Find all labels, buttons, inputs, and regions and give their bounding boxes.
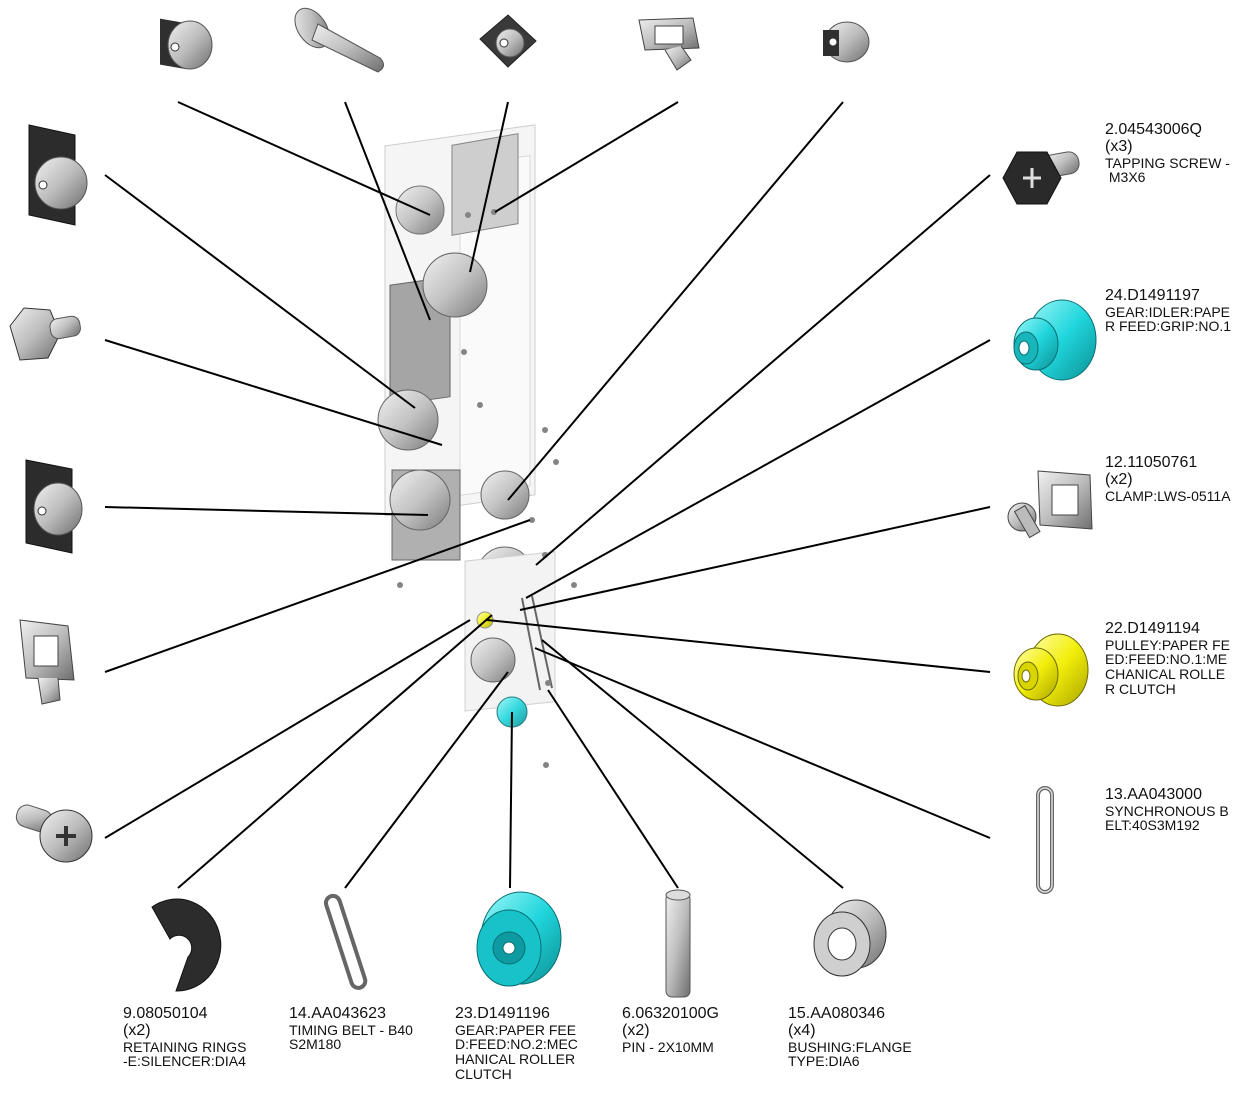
label-pulley: 22.D1491194 PULLEY:PAPER FE ED:FEED:NO.1… (1105, 620, 1231, 697)
label-gear-idler: 24.D1491197 GEAR:IDLER:PAPE R FEED:GRIP:… (1105, 287, 1232, 335)
motor-plate-icon-2 (25, 459, 83, 554)
synchronous-belt-icon (1036, 786, 1054, 894)
main-assembly (377, 124, 577, 768)
part-description: CHANICAL ROLLE (1105, 666, 1226, 683)
part-description: PIN - 2X10MM (622, 1038, 714, 1055)
leader-lines (104, 101, 991, 889)
label-pin: 6.06320100G (x2) PIN - 2X10MM (622, 1005, 719, 1055)
part-description: R FEED:GRIP:NO.1 (1105, 318, 1232, 335)
motor-bracket-icon (479, 14, 537, 68)
part-number: 2.04543006Q (1105, 121, 1202, 138)
part-quantity: (x2) (123, 1021, 151, 1039)
gear-feed-icon (476, 891, 562, 987)
part-description: ED:FEED:NO.1:ME (1105, 651, 1228, 668)
part-description: TAPPING SCREW - (1105, 154, 1230, 171)
part-number: 6.06320100G (622, 1005, 719, 1022)
shoulder-screw-icon (294, 7, 384, 73)
clamp-icon-2 (19, 619, 75, 705)
part-description: TYPE:DIA6 (788, 1053, 860, 1070)
part-quantity: (x2) (1105, 470, 1133, 488)
label-tapping-screw: 2.04543006Q (x3) TAPPING SCREW - M3X6 (1105, 121, 1230, 186)
motor-icon (160, 18, 213, 70)
tapping-screw-icon (1002, 151, 1080, 205)
part-description: M3X6 (1105, 169, 1146, 186)
part-description: ELT:40S3M192 (1105, 817, 1200, 834)
part-description: GEAR:IDLER:PAPE (1105, 303, 1231, 320)
part-quantity: (x2) (622, 1021, 650, 1039)
label-bushing: 15.AA080346 (x4) BUSHING:FLANGE TYPE:DIA… (788, 1005, 912, 1070)
part-description: SYNCHRONOUS B (1105, 802, 1229, 819)
part-number: 9.08050104 (123, 1005, 208, 1022)
retaining-ring-icon (151, 898, 222, 992)
motor-plate-icon (28, 124, 88, 226)
clamp-lws-icon (1007, 470, 1093, 539)
part-description: GEAR:PAPER FEE (455, 1021, 577, 1038)
part-number: 24.D1491197 (1105, 287, 1200, 304)
part-quantity: (x3) (1105, 137, 1133, 155)
pin-icon (665, 889, 691, 998)
part-number: 23.D1491196 (455, 1005, 550, 1022)
part-description: S2M180 (289, 1036, 342, 1053)
part-description: TIMING BELT - B40 (289, 1021, 413, 1038)
pulley-icon (1013, 633, 1089, 707)
part-number: 15.AA080346 (788, 1005, 885, 1022)
part-quantity: (x4) (788, 1021, 816, 1039)
label-gear-feed: 23.D1491196 GEAR:PAPER FEE D:FEED:NO.2:M… (455, 1005, 578, 1082)
small-motor-icon (823, 21, 870, 63)
phillips-screw-icon (15, 804, 93, 863)
clamp-icon (638, 17, 700, 71)
label-clamp: 12.11050761 (x2) CLAMP:LWS-0511A (1105, 454, 1231, 504)
gear-idler-icon (1013, 299, 1097, 381)
part-number: 22.D1491194 (1105, 620, 1200, 637)
part-description: -E:SILENCER:DIA4 (123, 1053, 246, 1070)
label-retaining-ring: 9.08050104 (x2) RETAINING RINGS -E:SILEN… (123, 1005, 247, 1070)
hex-screw-icon (9, 307, 81, 361)
part-description: RETAINING RINGS (123, 1038, 247, 1055)
part-description: CLAMP:LWS-0511A (1105, 487, 1231, 504)
timing-belt-icon (323, 893, 368, 990)
label-timing-belt: 14.AA043623 TIMING BELT - B40 S2M180 (289, 1005, 413, 1053)
part-description: PULLEY:PAPER FE (1105, 636, 1231, 653)
part-description: CLUTCH (455, 1065, 512, 1082)
part-description: D:FEED:NO.2:MEC (455, 1036, 578, 1053)
bushing-icon (813, 899, 887, 977)
part-number: 12.11050761 (1105, 454, 1198, 471)
part-number: 13.AA043000 (1105, 786, 1202, 803)
label-sync-belt: 13.AA043000 SYNCHRONOUS B ELT:40S3M192 (1105, 786, 1229, 834)
part-number: 14.AA043623 (289, 1005, 386, 1022)
part-description: R CLUTCH (1105, 680, 1176, 697)
part-description: BUSHING:FLANGE (788, 1038, 912, 1055)
part-description: HANICAL ROLLER (455, 1051, 576, 1068)
